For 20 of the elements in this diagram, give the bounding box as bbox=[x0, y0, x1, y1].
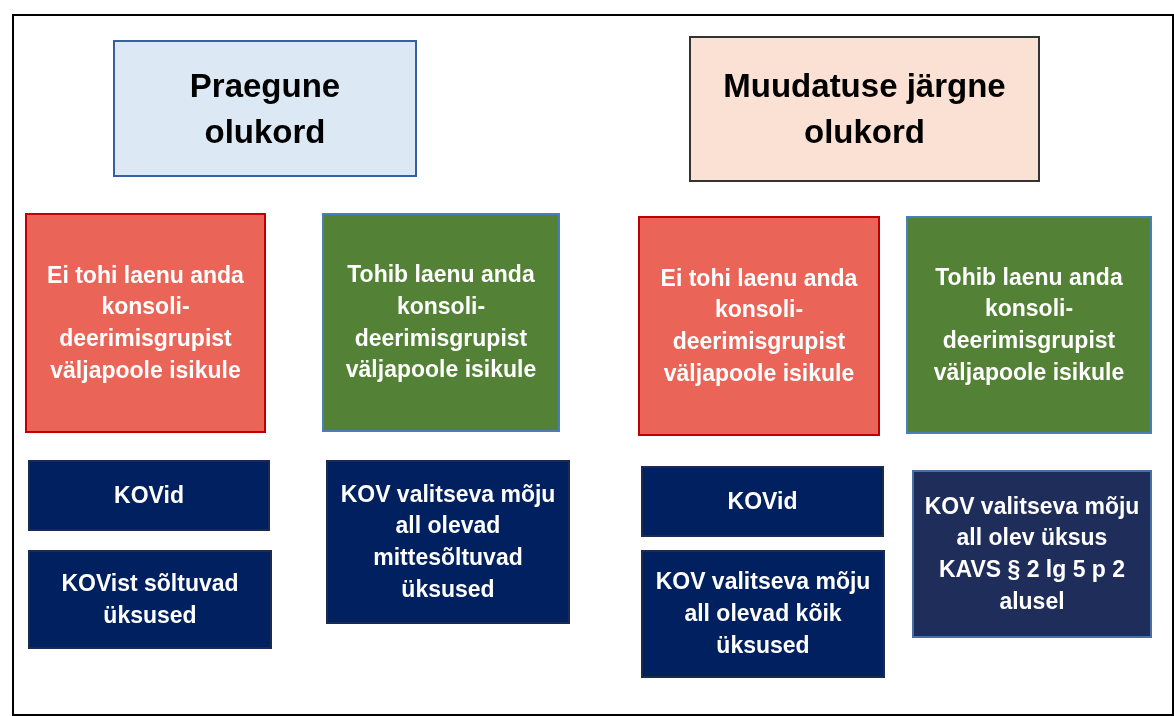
box-text: Tohib laenu anda konsoli-deerimisgrupist väljapoole isikule bbox=[344, 260, 538, 385]
box-text: KOVist sõltuvad üksused bbox=[60, 568, 240, 630]
box-text: KOV valitseva mõju all olevad mittesõltuvad üksused bbox=[339, 479, 557, 604]
heading-box bbox=[113, 40, 417, 177]
entity-box bbox=[641, 550, 885, 678]
heading-text: Praegune olukord bbox=[188, 65, 342, 152]
box-text: KOV valitseva mõju all olev üksus KAVS § 2 lg 5 p 2 alusel bbox=[924, 491, 1140, 616]
box-text: Tohib laenu anda konsoli-deerimisgrupist väljapoole isikule bbox=[932, 262, 1126, 387]
heading-text: Muudatuse järgne olukord bbox=[722, 66, 1007, 152]
box-text: Ei tohi laenu anda konsoli-deerimisgrupist väljapoole isikule bbox=[659, 263, 859, 388]
box-text: KOV valitseva mõju all olevad kõik üksused bbox=[654, 567, 872, 660]
box-text: KOVid bbox=[114, 480, 184, 510]
box-text: KOVid bbox=[727, 486, 798, 516]
heading-box bbox=[689, 36, 1040, 182]
entity-box bbox=[28, 460, 270, 531]
entity-box bbox=[28, 550, 272, 649]
entity-box bbox=[912, 470, 1152, 638]
entity-box bbox=[326, 460, 570, 624]
entity-box bbox=[641, 466, 884, 537]
box-text: Ei tohi laenu anda konsoli-deerimisgrupist väljapoole isikule bbox=[46, 260, 245, 385]
